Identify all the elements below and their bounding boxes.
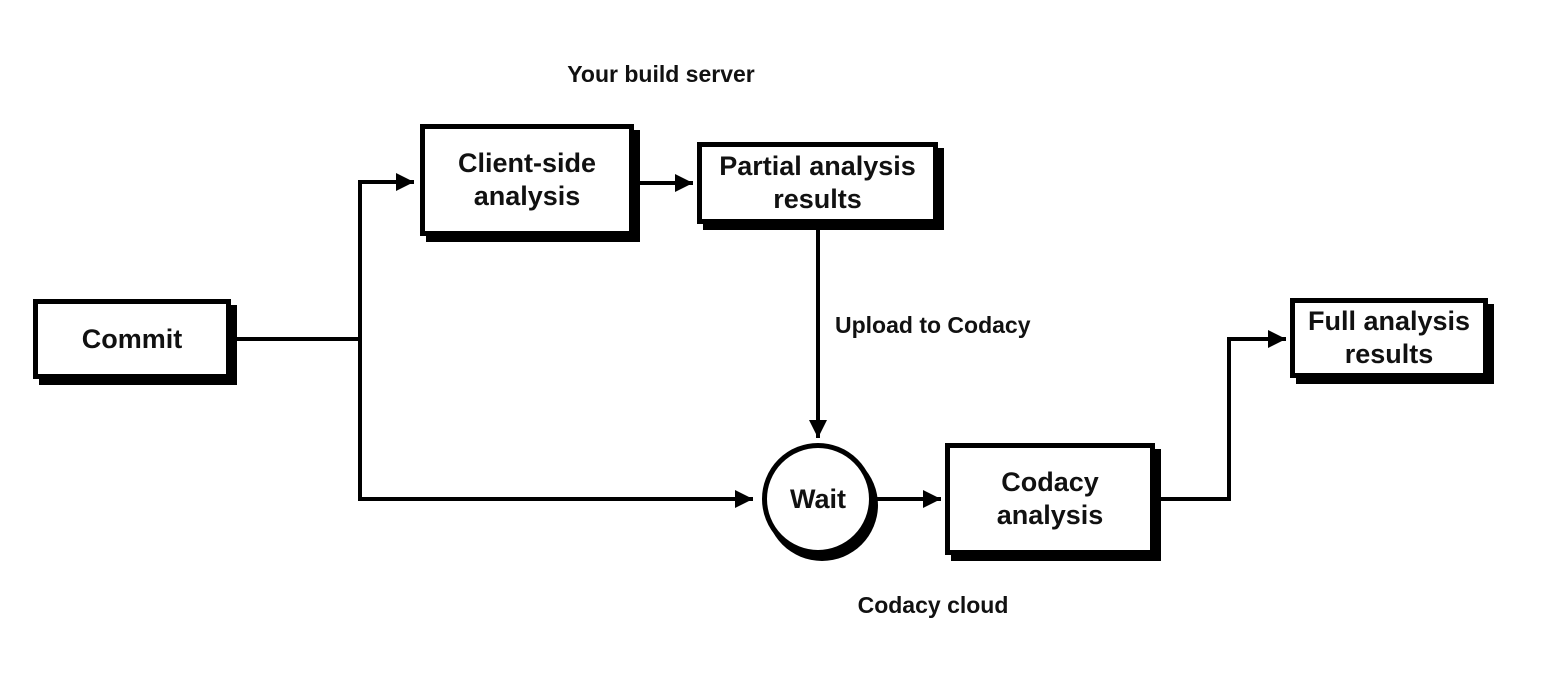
- node-codacy-analysis: Codacy analysis: [945, 443, 1155, 555]
- edge-codacy-to-full-results: [1156, 330, 1286, 501]
- build-server-region-label: Your build server: [567, 61, 755, 87]
- node-client-side-analysis-label: Client-side analysis: [457, 148, 597, 211]
- node-wait: Wait: [762, 443, 874, 555]
- node-client-side-analysis: Client-side analysis: [420, 124, 634, 236]
- edge-commit-to-client-side: [234, 173, 414, 341]
- edge-commit-to-wait: [358, 337, 753, 508]
- codacy-cloud-region-label: Codacy cloud: [857, 592, 1009, 618]
- node-partial-analysis-results-label: Partial analysis results: [719, 151, 916, 214]
- node-wait-label: Wait: [790, 483, 846, 514]
- node-codacy-analysis-label: Codacy analysis: [996, 467, 1104, 530]
- node-partial-analysis-results: Partial analysis results: [697, 142, 938, 224]
- node-commit: Commit: [33, 299, 231, 379]
- node-commit-label: Commit: [81, 323, 183, 354]
- node-full-analysis-results: Full analysis results: [1290, 298, 1488, 378]
- upload-to-codacy-edge-label: Upload to Codacy: [835, 312, 1031, 338]
- node-full-analysis-results-label: Full analysis results: [1307, 306, 1471, 369]
